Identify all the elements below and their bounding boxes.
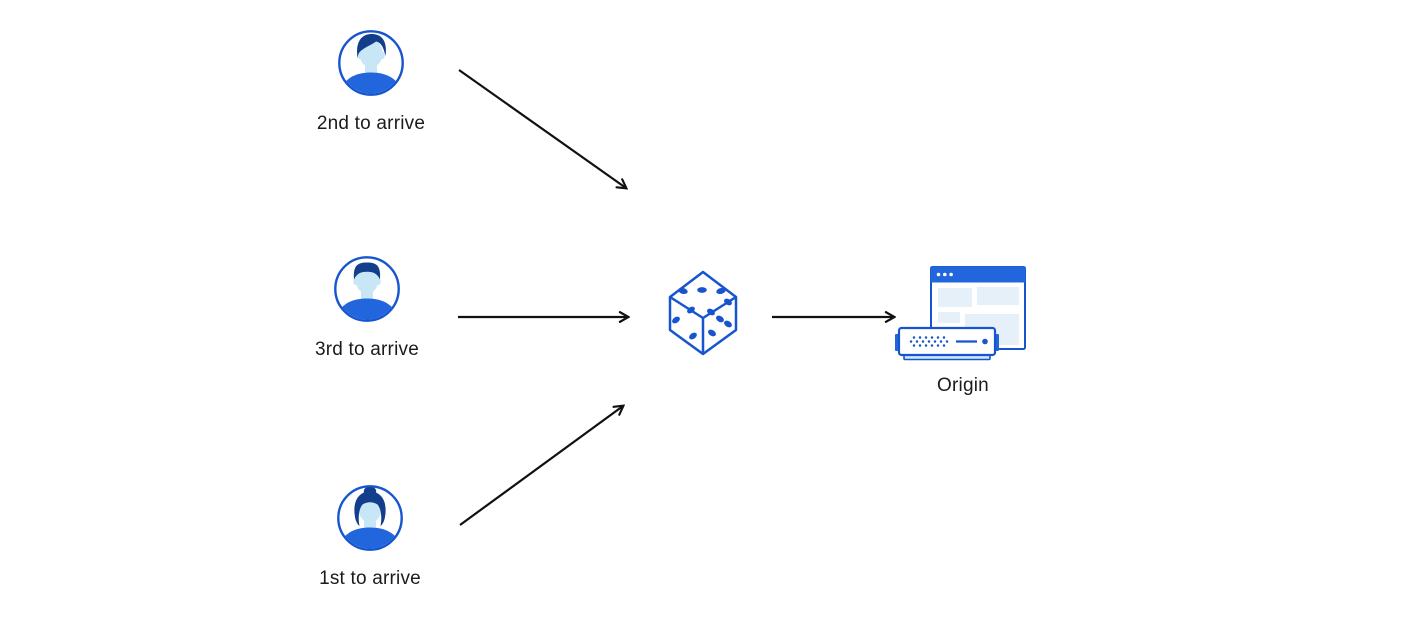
node-visitor-third: 3rd to arrive xyxy=(299,255,435,361)
node-visitor-first: 1st to arrive xyxy=(302,484,438,590)
node-randomizer xyxy=(666,266,740,356)
visitor-second-label: 2nd to arrive xyxy=(316,113,426,134)
origin-server-icon xyxy=(895,266,1026,361)
male-avatar-icon xyxy=(338,30,404,96)
origin-label: Origin xyxy=(937,375,989,396)
node-visitor-second: 2nd to arrive xyxy=(303,29,439,135)
node-origin: Origin xyxy=(893,262,1033,397)
dice-pips xyxy=(672,287,732,340)
server-appliance-icon xyxy=(895,326,999,361)
male-avatar-icon xyxy=(334,256,400,322)
arrow-visitor1-to-dice xyxy=(459,406,623,526)
visitor-first-label: 1st to arrive xyxy=(319,568,421,589)
visitor-third-label: 3rd to arrive xyxy=(315,339,419,360)
arrow-visitor2-to-dice xyxy=(458,69,626,188)
browser-window-icon xyxy=(930,266,1026,350)
dice-icon xyxy=(668,270,738,356)
female-avatar-icon xyxy=(337,485,403,551)
